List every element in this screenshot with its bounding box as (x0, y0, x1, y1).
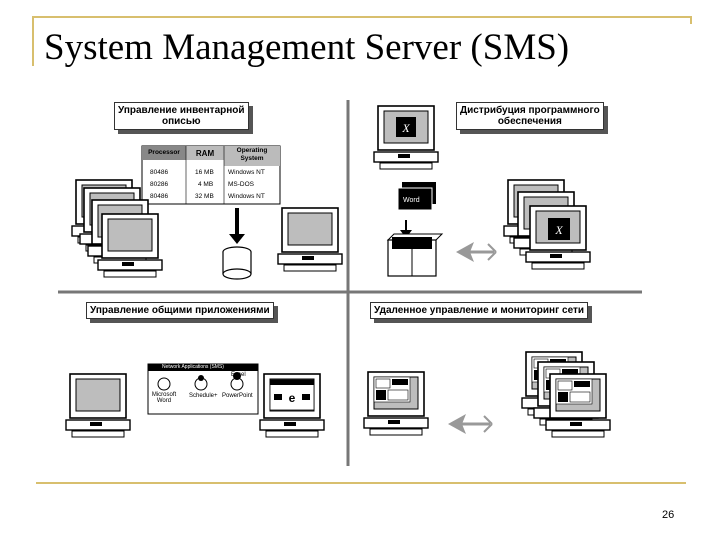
inventory-label-line2: описью (162, 116, 201, 127)
database-icon (222, 246, 252, 280)
slide-title: System Management Server (SMS) (44, 27, 570, 68)
distribution-server-pc: X (373, 105, 439, 170)
table-cell-r1-c2: 16 MB (195, 169, 214, 176)
inventory-arrow (229, 208, 245, 244)
remote-label: Удаленное управление и мониторинг сети (370, 302, 589, 319)
table-cell-r3-c2: 32 MB (195, 193, 214, 200)
table-cell-r3-c3: Windows NT (228, 193, 265, 200)
remote-arrow-left (448, 414, 493, 434)
package-label: Word (403, 197, 420, 204)
distribution-label-line1: Дистрибуция программного (460, 105, 600, 116)
word-app-icon (157, 377, 171, 391)
shared-apps-window-title: Network Applications (SMS) (162, 364, 224, 370)
svg-text:X: X (401, 121, 410, 135)
page-number: 26 (662, 509, 675, 521)
distribution-arrow-left (456, 242, 497, 262)
table-cell-r1-c1: 80486 (150, 169, 169, 176)
svg-text:X: X (554, 223, 563, 237)
app-label-excel: Excel (231, 372, 246, 378)
software-package-icon (397, 182, 436, 211)
app-label-schedule: Schedule+ (189, 393, 218, 399)
svg-text:e: e (289, 391, 296, 405)
top-rule (32, 16, 692, 18)
app-label-powerpoint: PowerPoint (222, 393, 253, 399)
table-header-processor: Processor (148, 149, 180, 156)
sms-diagram: X X (50, 96, 650, 468)
remote-admin-pc (363, 371, 429, 436)
distribution-label-line2: обеспечения (497, 116, 562, 127)
distribution-box-icon (386, 233, 444, 277)
table-cell-r3-c1: 80486 (150, 193, 169, 200)
bottom-rule (36, 482, 686, 484)
inventory-table (141, 145, 281, 205)
table-cell-r2-c1: 80286 (150, 181, 169, 188)
right-rule (690, 16, 692, 24)
table-cell-r2-c3: MS-DOS (228, 181, 254, 188)
shared-apps-label: Управление общими приложениями (86, 302, 274, 319)
table-header-ram: RAM (195, 149, 215, 158)
inventory-server-pc (277, 207, 343, 272)
inventory-label-line1: Управление инвентарной (118, 105, 245, 116)
remote-client-stack (521, 351, 611, 438)
left-rule (32, 16, 34, 66)
shared-apps-pc-left (65, 373, 131, 438)
table-cell-r2-c2: 4 MB (198, 181, 214, 188)
app-label-word: Microsoft Word (151, 392, 177, 404)
shared-apps-pc-right: e (259, 373, 325, 438)
distribution-label: Дистрибуция программного обеспечения (456, 102, 604, 130)
table-cell-r1-c3: Windows NT (228, 169, 265, 176)
sms-diagram-svg: X X (58, 100, 642, 466)
shared-apps-window (147, 363, 259, 415)
inventory-label: Управление инвентарной описью (114, 102, 249, 130)
distribution-client-stack: X (503, 179, 591, 270)
table-header-os: Operating System (236, 147, 268, 162)
